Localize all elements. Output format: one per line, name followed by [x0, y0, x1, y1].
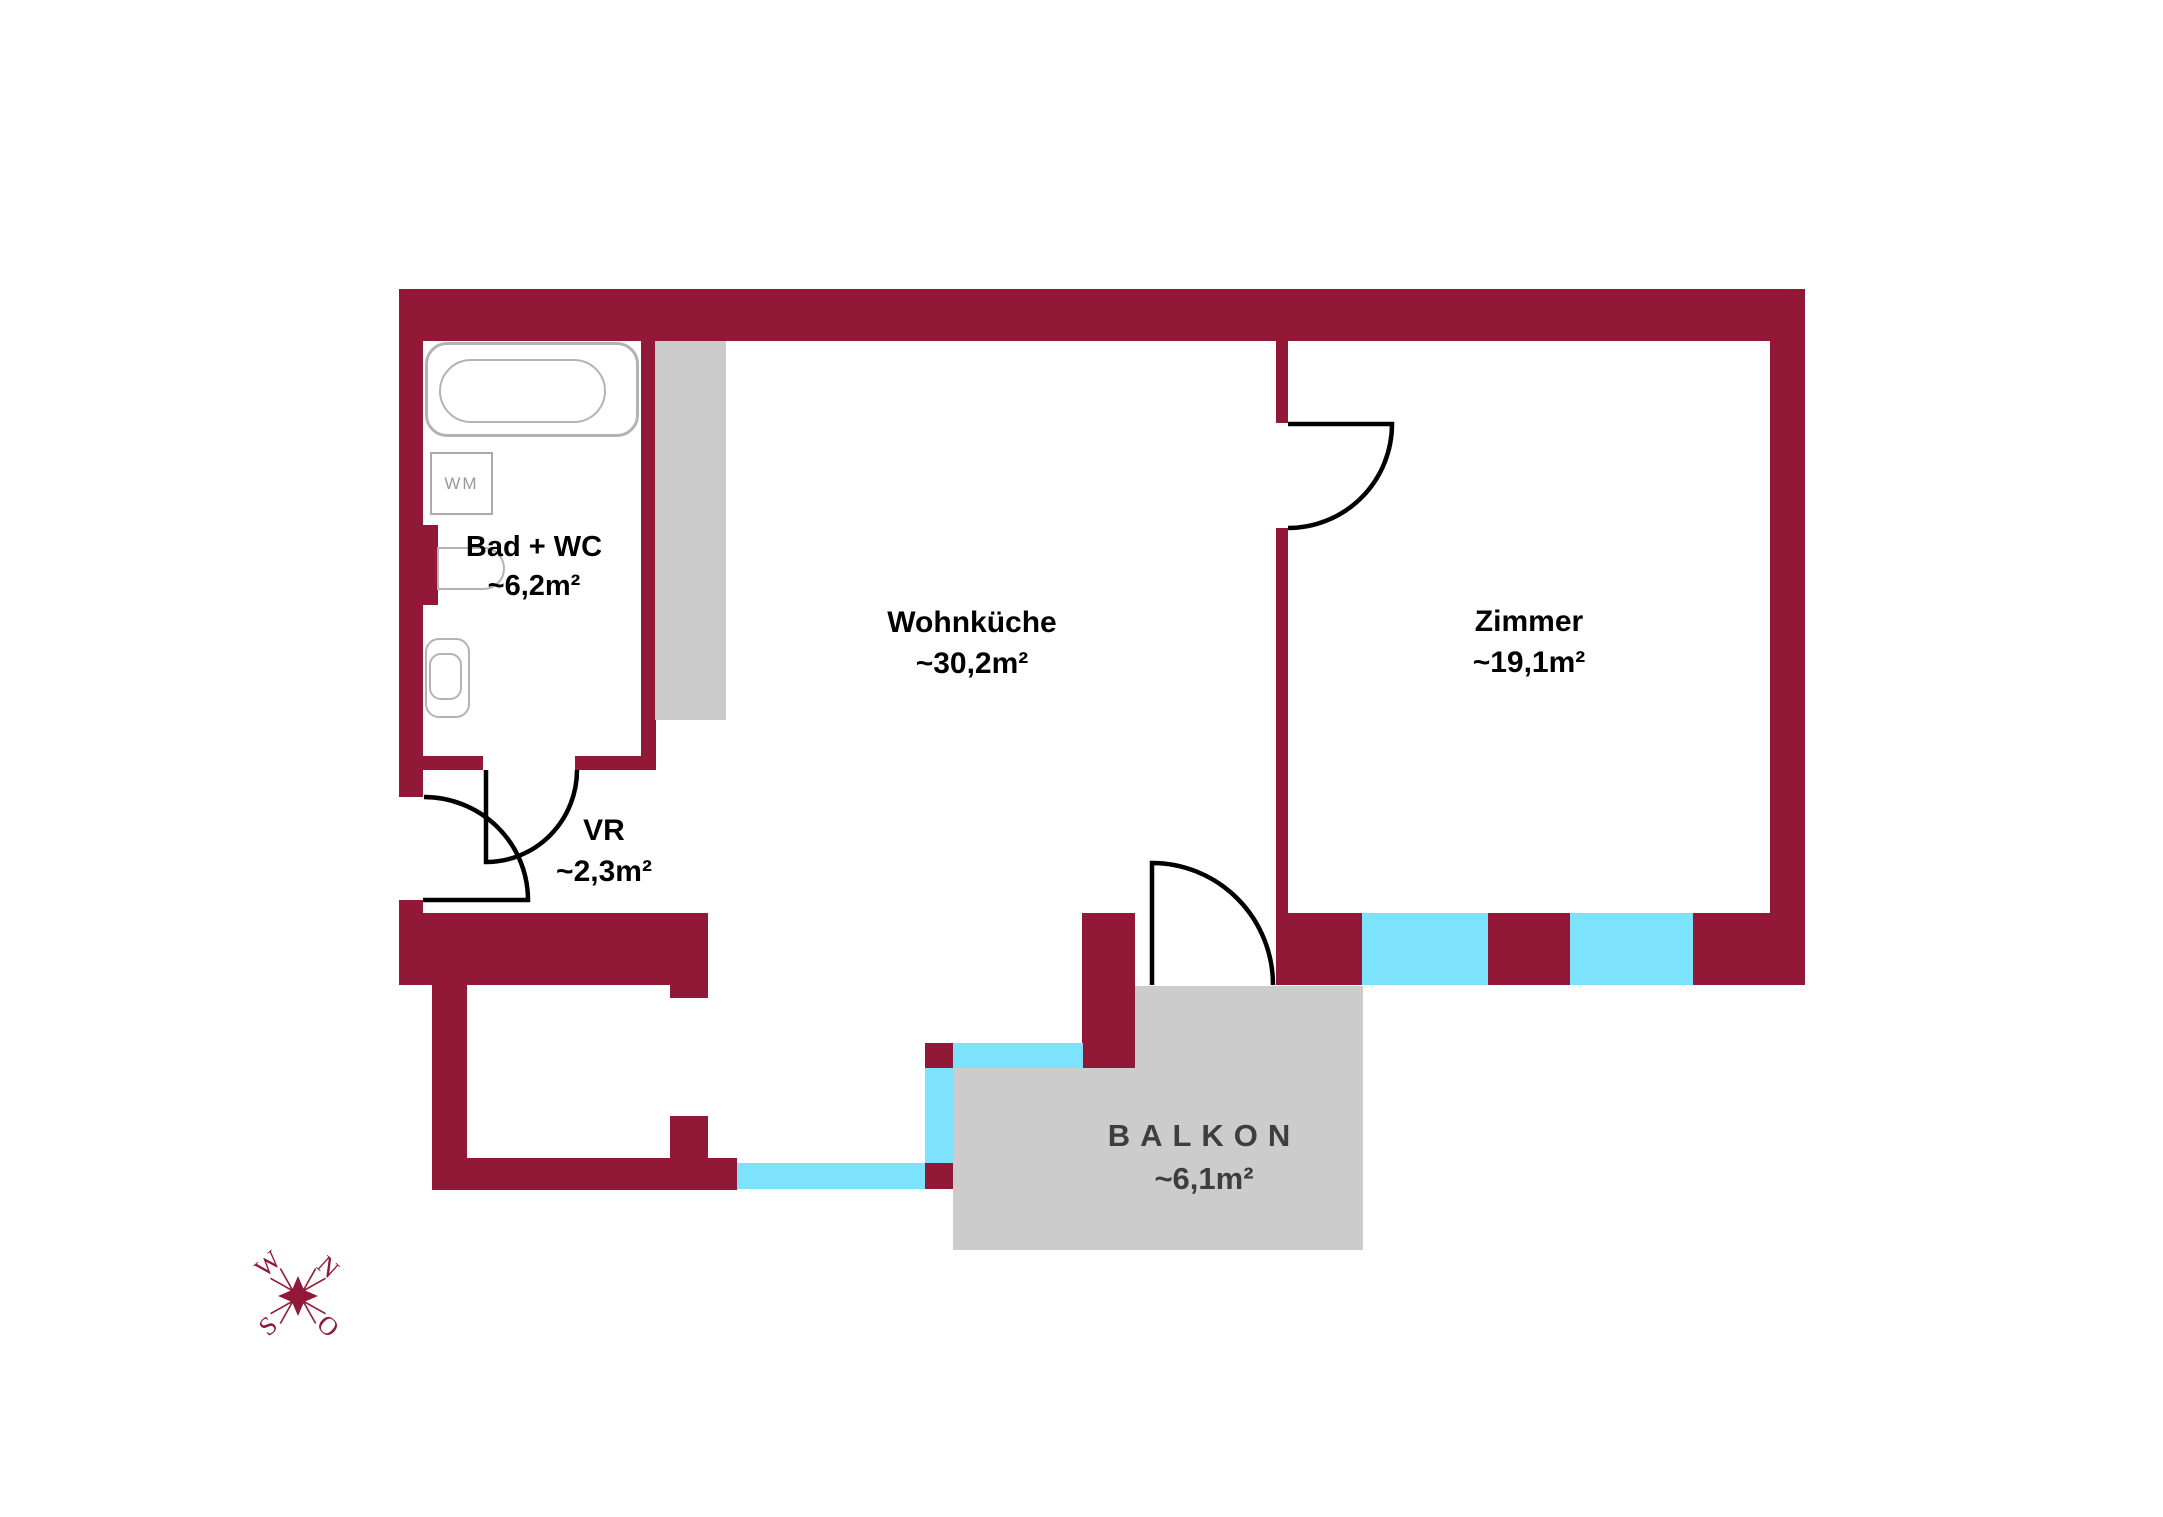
room-area: ~6,1m²: [1154, 1161, 1254, 1196]
zimmer-door-swing: [1287, 421, 1395, 531]
compass-letter-south: S: [253, 1310, 283, 1341]
window-zimmer-1: [1362, 913, 1488, 985]
wall-window-corner-lower: [925, 1163, 953, 1189]
compass-letter-west: W: [249, 1245, 287, 1283]
entrance-door-swing: [423, 794, 531, 903]
compass-rose: W N S O: [249, 1245, 345, 1343]
wall-stair-step: [670, 1116, 708, 1158]
room-area: ~30,2m²: [915, 647, 1029, 680]
bathtub-basin: [439, 359, 606, 423]
balcony-floor-east: [1135, 986, 1363, 1250]
room-label-bad-wc: Bad + WC ~6,2m²: [466, 528, 602, 606]
room-name: Bad + WC: [465, 531, 603, 563]
compass-arrow-sw: [270, 1298, 296, 1324]
room-label-balkon: BALKON ~6,1m²: [1108, 1114, 1301, 1200]
wall-left-upper: [399, 341, 423, 797]
window-wohnkueche-side: [925, 1068, 953, 1163]
balcony-door-swing: [1149, 860, 1276, 986]
sink: [437, 547, 505, 590]
kitchen-counter: [655, 341, 726, 720]
window-zimmer-2: [1570, 913, 1693, 985]
wall-right: [1770, 341, 1805, 985]
room-area: ~6,2m²: [487, 570, 581, 602]
wall-partition-upper: [1276, 341, 1288, 423]
room-name: Wohnküche: [887, 606, 1057, 639]
window-wohnkueche-upper: [953, 1043, 1083, 1068]
wall-top: [399, 289, 1805, 341]
wall-zimmer-south-1: [1276, 913, 1362, 985]
room-area: ~2,3m²: [556, 855, 652, 888]
washing-machine: WM: [430, 452, 493, 515]
wall-band-south: [399, 913, 708, 985]
wall-zimmer-south-2: [1488, 913, 1570, 985]
compass-letter-east: O: [311, 1309, 344, 1343]
wall-stair-bottom: [432, 1158, 737, 1190]
wall-bath-bottom-right: [575, 756, 656, 770]
room-label-wohnkueche: Wohnküche ~30,2m²: [887, 602, 1056, 684]
wall-stair-left: [432, 985, 467, 1190]
wall-partition-lower: [1276, 528, 1288, 913]
toilet-bowl: [429, 653, 462, 700]
wall-window-corner-upper: [925, 1043, 953, 1068]
room-name: Zimmer: [1474, 605, 1584, 638]
washing-machine-label: WM: [444, 473, 479, 493]
room-area: ~19,1m²: [1472, 646, 1586, 679]
compass-star-icon: [278, 1276, 318, 1316]
window-wohnkueche-lower: [737, 1163, 925, 1189]
room-label-vr: VR ~2,3m²: [556, 810, 652, 892]
wall-bath-bottom-left: [423, 756, 483, 770]
wall-bath-pilaster: [423, 525, 438, 605]
wall-bath-right: [641, 341, 656, 770]
wall-zimmer-south-3: [1693, 913, 1805, 985]
wall-stair-stub: [670, 985, 708, 998]
balcony-floor-west: [953, 1068, 1135, 1250]
compass-letter-north: N: [311, 1250, 345, 1284]
room-label-zimmer: Zimmer ~19,1m²: [1473, 601, 1586, 683]
room-name: VR: [583, 814, 625, 847]
room-name: BALKON: [1107, 1118, 1301, 1153]
wall-balcony-door-pier: [1082, 913, 1135, 1068]
